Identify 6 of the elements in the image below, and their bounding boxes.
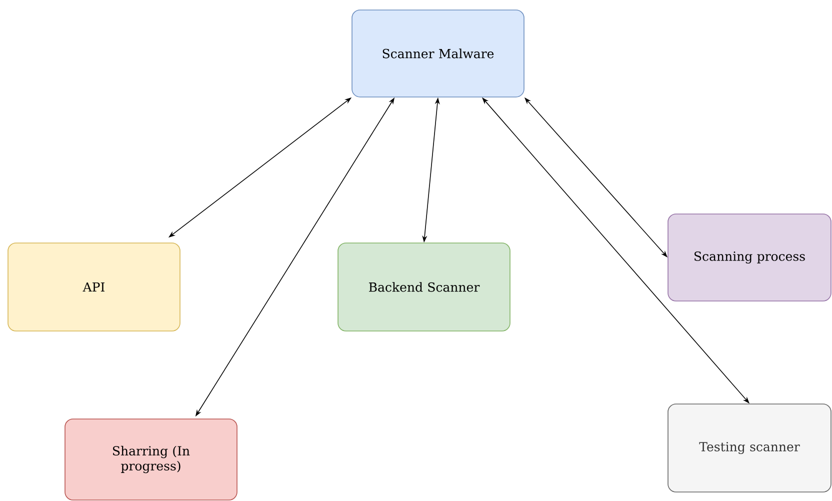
process-box: Sharring (In progress) <box>64 418 238 500</box>
process-box: Testing scanner <box>668 404 832 492</box>
process-box: Backend Scanner <box>338 242 510 332</box>
process-box: Scanner Malware <box>352 10 524 98</box>
process-box: API <box>8 242 180 332</box>
process-box: Scanning process <box>668 214 832 302</box>
